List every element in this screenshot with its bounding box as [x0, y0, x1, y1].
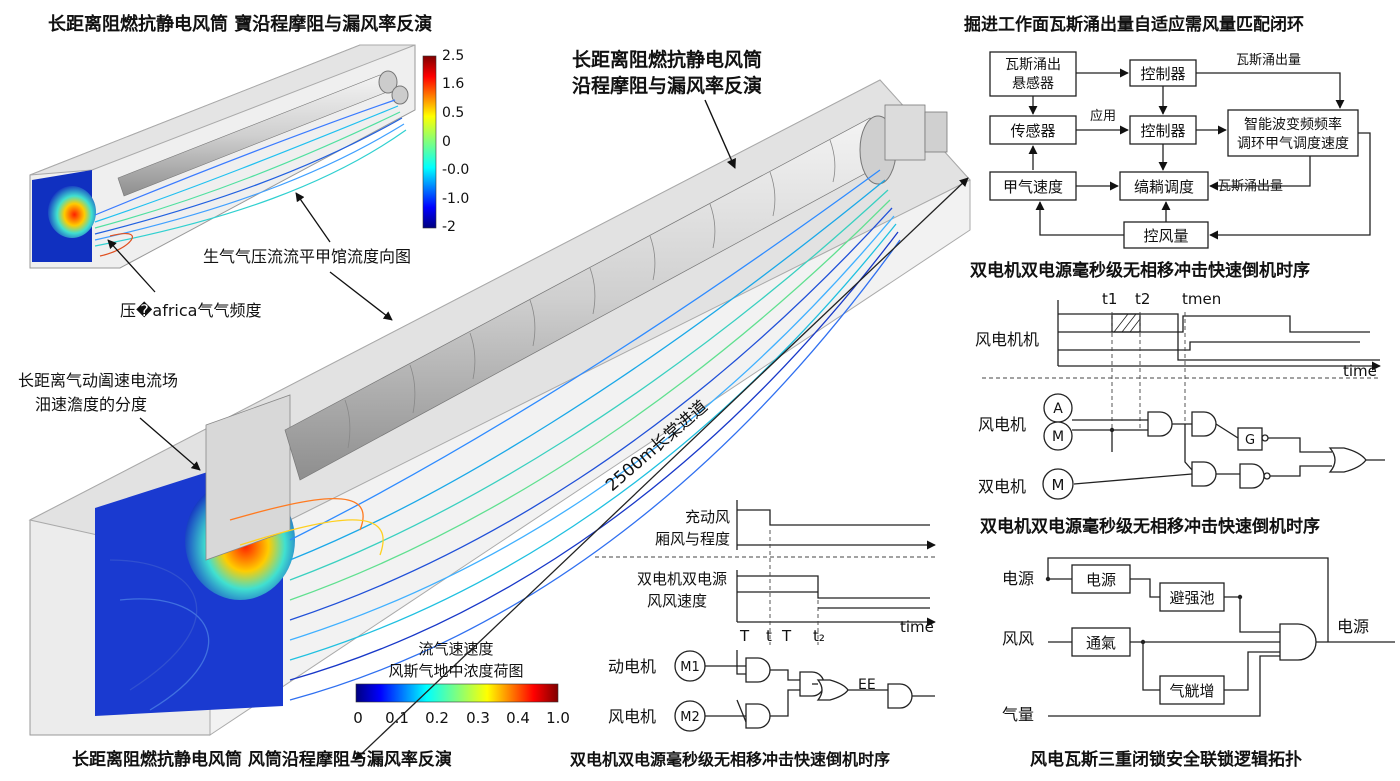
small-pipe — [117, 70, 409, 197]
sig1-line1: 充动风 — [685, 508, 730, 526]
box-dispatch: 缟耥调度 — [1134, 178, 1194, 196]
box-avoid: 避强池 — [1169, 589, 1214, 607]
row-label-motor: 风电机 — [978, 415, 1026, 434]
box-controller-2: 控制器 — [1140, 122, 1185, 140]
colorbar-top: 2.5 1.6 0.5 0 -0.0 -1.0 -2 — [422, 48, 469, 235]
motor-m2-symbol: M — [1052, 476, 1065, 494]
colorbar-top-tick: 1.6 — [442, 76, 464, 92]
timing-signal-label: 风电机机 — [975, 330, 1039, 349]
box-gas: 气觥增 — [1169, 682, 1214, 700]
leader-velocity-down — [329, 271, 393, 321]
gate-g-label: G — [1245, 433, 1255, 448]
box-gas-sensor-1: 瓦斯涌出 — [1005, 57, 1061, 73]
title-center-line1: 长距离阻燃抗静电风筒 — [572, 48, 762, 71]
label-left-field-2: 沺速澹度的分度 — [35, 395, 147, 414]
leader-velocity-up — [295, 192, 331, 243]
tick-tmen: tmen — [1182, 290, 1221, 308]
box-sensor: 传感器 — [1010, 122, 1055, 140]
input-wind: 风风 — [1002, 629, 1034, 648]
colorbar-bottom-tick: 0.2 — [425, 709, 449, 727]
box-smart-1: 智能波变频频率 — [1244, 116, 1342, 133]
leader-center-title — [704, 99, 736, 169]
lockout-logic-diagram: 双电机双电源毫秒级无相移冲击快速倒机时序 电源 风风 气量 电源 通氣 避强池 … — [980, 516, 1395, 770]
input-gas: 气量 — [1002, 705, 1034, 724]
colorbar-top-tick: 0.5 — [442, 105, 464, 121]
colorbar-top-tick: 0 — [442, 134, 451, 150]
motor2-label: 风电机 — [608, 707, 656, 726]
ee-label: EE — [858, 677, 876, 693]
sig2-line1: 双电机双电源 — [637, 570, 727, 588]
motor1-label: 动电机 — [608, 657, 656, 676]
colorbar-bottom-tick: 0 — [353, 709, 363, 727]
small-streamlines — [94, 99, 407, 257]
motor1-symbol: M1 — [680, 660, 700, 675]
box-air-volume: 控风量 — [1143, 227, 1188, 245]
label-gas-out-1: 瓦斯涌出量 — [1236, 53, 1301, 68]
title-center-line2: 沿程摩阻与漏风率反演 — [572, 74, 762, 97]
colorbar-top-tick: -2 — [442, 219, 456, 235]
sig1-line2: 厢风与程度 — [655, 530, 730, 548]
title-top-left: 长距离阻燃抗静电风筒 寶沿程摩阻与漏风率反演 — [48, 13, 432, 35]
colorbar-bottom-tick: 0.3 — [466, 709, 490, 727]
row-label-dual: 双电机 — [978, 477, 1026, 496]
colorbar-bottom-tick: 0.4 — [506, 709, 530, 727]
title-bottom-right: 风电瓦斯三重闭锁安全联锁逻辑拓扑 — [1030, 749, 1302, 770]
box-methane-speed: 甲气速度 — [1003, 178, 1063, 196]
tick-t1: t1 — [1102, 290, 1117, 308]
box-gas-sensor-2: 悬感器 — [1012, 75, 1054, 92]
axis-time-label: time — [1343, 362, 1377, 380]
colorbar-top-tick: 2.5 — [442, 48, 464, 64]
leader-pressure — [107, 239, 156, 293]
sig2-line2: 风风速度 — [647, 592, 707, 610]
colorbar-top-tick: -1.0 — [442, 191, 469, 207]
box-smart-2: 调环甲气调度速度 — [1237, 136, 1349, 152]
title-logic: 双电机双电源毫秒级无相移冲击快速倒机时序 — [980, 516, 1320, 537]
axis-time-label-2: time — [900, 618, 934, 636]
box-vent: 通氣 — [1086, 634, 1116, 652]
box-controller-1: 控制器 — [1140, 65, 1185, 83]
colorbar-bottom: 流气速速度 风斯气地中浓度荷图 0 0.1 0.2 0.3 0.4 1.0 — [353, 640, 570, 727]
title-timing: 双电机双电源毫秒级无相移冲击快速倒机时序 — [970, 260, 1310, 281]
title-bottom-left: 长距离阻燃抗静电风筒 风筒沿程摩阻与漏风率反演 — [72, 749, 452, 770]
colorbar-top-tick: -0.0 — [442, 162, 469, 178]
input-power: 电源 — [1002, 569, 1034, 588]
motor-a-symbol: A — [1053, 401, 1063, 417]
label-left-field-1: 长距离气动阖速电流场 — [18, 371, 178, 390]
timing-diagram: 双电机双电源毫秒级无相移冲击快速倒机时序 t1 t2 tmen 风电机机 tim… — [970, 260, 1385, 500]
flow-loop-diagram: 掘进工作面瓦斯涌出量自适应需风量匹配闭环 瓦斯涌出 悬感器 传感器 甲气速度 控… — [964, 14, 1371, 249]
bottom-timing-diagram: 充动风 厢风与程度 双电机双电源 风风速度 time T t T t₂ 动电机 … — [570, 500, 936, 769]
motor2-symbol: M2 — [680, 710, 700, 725]
title-flow-loop: 掘进工作面瓦斯涌出量自适应需风量匹配闭环 — [964, 14, 1304, 35]
output-power: 电源 — [1337, 617, 1369, 636]
tick-t2: t2 — [1135, 290, 1150, 308]
motor-m-symbol: M — [1052, 429, 1064, 445]
label-velocity-field: 生气气压流流平甲馆流度向图 — [203, 247, 411, 266]
tick-T1s: T — [781, 627, 792, 645]
box-power: 电源 — [1086, 571, 1116, 589]
colorbar-bottom-title: 流气速速度 — [418, 640, 493, 658]
tick-t2: t₂ — [813, 627, 825, 645]
label-pressure-freq: 压�africa气气频度 — [120, 301, 261, 320]
tick-t1: t — [766, 627, 772, 645]
title-bottom-mid: 双电机双电源毫秒级无相移冲击快速倒机时序 — [570, 750, 890, 769]
colorbar-bottom-tick: 1.0 — [546, 709, 570, 727]
small-tunnel-model — [29, 44, 416, 269]
label-apply: 应用 — [1090, 108, 1116, 124]
tick-T1: T — [739, 627, 750, 645]
leader-left-field — [139, 417, 201, 471]
